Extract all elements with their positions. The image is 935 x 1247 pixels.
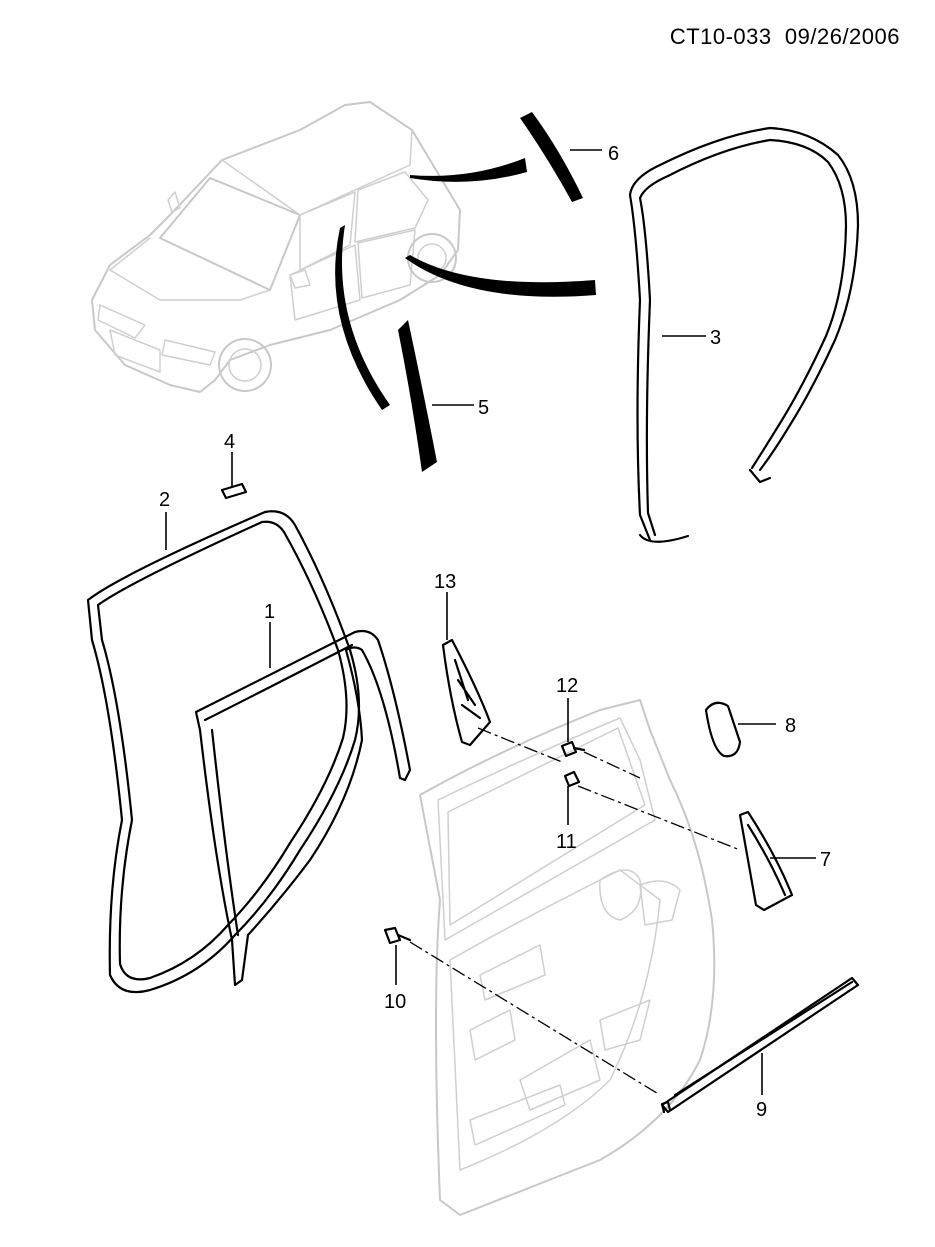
- callout-6: 6: [608, 143, 619, 165]
- callout-labels: 6 3 5 4 2 13 1 12 8 11 7 10 9: [159, 143, 831, 1121]
- part-4-clip: [220, 482, 248, 500]
- callout-5: 5: [478, 397, 489, 419]
- part-2-door-frame-seal: [86, 510, 361, 994]
- rear-door-outline: [419, 699, 716, 1216]
- part-3-door-weatherstrip: [628, 126, 860, 543]
- drawing-date: 09/26/2006: [784, 24, 900, 49]
- callout-12: 12: [556, 675, 578, 697]
- callout-10: 10: [384, 991, 406, 1013]
- callout-7: 7: [820, 849, 831, 871]
- part-13-corner-bracket: [441, 638, 492, 747]
- drawing-id: CT10-033: [669, 24, 772, 49]
- part-12-screw: [560, 740, 586, 758]
- callout-11: 11: [556, 831, 577, 853]
- callout-2: 2: [159, 489, 170, 511]
- callout-1: 1: [264, 601, 275, 623]
- vehicle-outline: [91, 101, 461, 393]
- part-10-bolt: [383, 926, 412, 945]
- callout-9: 9: [756, 1099, 767, 1121]
- part-6-channel-strip: [520, 112, 583, 202]
- callout-8: 8: [785, 715, 796, 737]
- callout-3: 3: [710, 327, 721, 349]
- callout-4: 4: [224, 431, 235, 453]
- callout-13: 13: [434, 571, 456, 593]
- drawing-header: CT10-033 09/26/2006: [560, 24, 900, 50]
- part-1-glass-run-channel: [194, 629, 412, 987]
- part-7-sail-panel: [738, 810, 794, 912]
- part-5-pillar-trim: [398, 320, 437, 472]
- part-8-cap: [704, 701, 742, 758]
- assembly-lines: [409, 727, 741, 1096]
- part-9-belt-molding: [660, 976, 860, 1114]
- leader-lines: [165, 149, 816, 1095]
- car-leader-swooshes: [335, 158, 596, 410]
- part-11-nut: [563, 770, 581, 788]
